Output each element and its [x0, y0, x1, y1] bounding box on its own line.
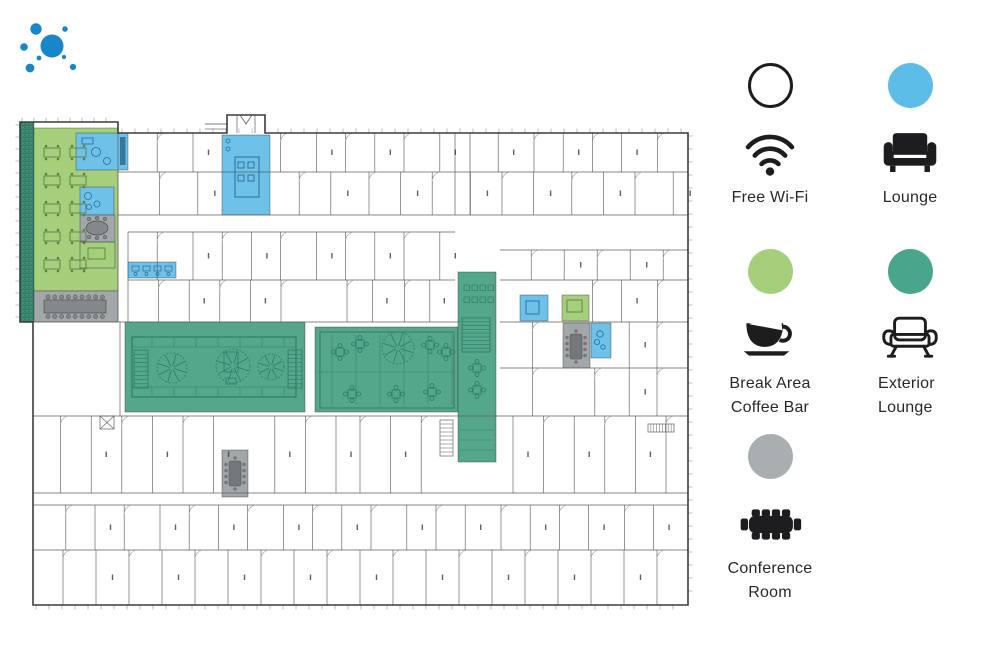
legend-text: Lounge: [878, 399, 933, 416]
legend-text: Coffee Bar: [730, 399, 810, 416]
legend-text: Room: [748, 584, 792, 601]
legend-item-lounge: Lounge: [835, 63, 985, 210]
floor-plan-drawing: [15, 114, 693, 610]
zone-lounge: [75, 132, 129, 171]
zone-break-area: [561, 294, 590, 322]
coffee-cup-icon: [742, 313, 798, 365]
legend-label-break-area: Break Area Coffee Bar: [729, 372, 810, 420]
legend-label-lounge: Lounge: [883, 186, 938, 210]
floor-plan: [15, 114, 693, 610]
zone-hatch-texture: [20, 122, 34, 322]
legend-text: Lounge: [882, 189, 938, 206]
company-logo: [15, 14, 85, 76]
legend-item-break-area: Break Area Coffee Bar: [695, 249, 845, 420]
zone-exterior-lounge: [457, 271, 497, 463]
zone-exterior-lounge: [314, 326, 459, 413]
wall-linework: [15, 114, 693, 610]
conference-room-circle: [747, 434, 793, 479]
outdoor-sofa-icon: [881, 313, 939, 365]
legend-text: Exterior: [878, 375, 935, 392]
legend-text: Conference: [727, 560, 813, 577]
exterior-lounge-circle: [887, 249, 933, 294]
zone-exterior-lounge: [124, 321, 306, 413]
free-wifi-circle: [747, 63, 793, 108]
legend-label-exterior-lounge: Exterior Lounge: [878, 372, 935, 420]
legend-item-free-wifi: Free Wi-Fi: [695, 63, 845, 210]
legend-text: Free Wi-Fi: [731, 189, 809, 206]
legend-item-conference-room: Conference Room: [695, 434, 845, 605]
dots-network-logo-icon: [20, 23, 77, 73]
legend-label-conference-room: Conference Room: [728, 557, 813, 605]
wifi-icon: [743, 127, 797, 179]
zone-lounge: [590, 322, 612, 359]
legend-label-free-wifi: Free Wi-Fi: [732, 186, 809, 210]
break-area-circle: [747, 249, 793, 294]
sofa-icon: [881, 127, 939, 179]
legend-item-exterior-lounge: Exterior Lounge: [835, 249, 985, 420]
legend-text: Break Area: [729, 375, 811, 392]
conference-table-icon: [737, 498, 803, 550]
zone-lounge: [519, 294, 549, 322]
furniture-details: [43, 137, 675, 491]
lounge-circle: [887, 63, 933, 108]
